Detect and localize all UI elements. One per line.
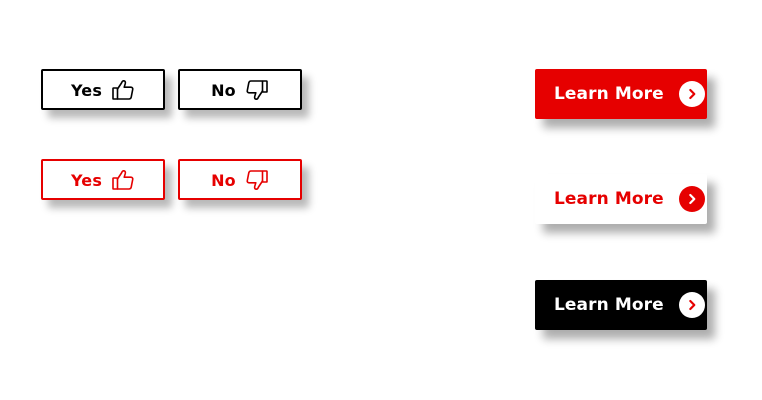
chevron-right-icon (678, 292, 705, 318)
chevron-right-icon (678, 81, 705, 107)
learn-more-label: Learn More (554, 189, 664, 209)
learn-more-label: Learn More (554, 295, 664, 315)
yes-label: Yes (70, 81, 103, 100)
thumbs-down-icon (245, 78, 269, 102)
chevron-right-icon (678, 186, 705, 212)
thumbs-up-icon (111, 78, 135, 102)
learn-more-button[interactable]: Learn More (535, 174, 707, 224)
no-label: No (211, 171, 236, 190)
no-button[interactable]: No (178, 159, 302, 200)
yes-button[interactable]: Yes (41, 159, 165, 200)
thumbs-up-icon (111, 168, 135, 192)
yes-label: Yes (70, 171, 103, 190)
learn-more-label: Learn More (554, 84, 664, 104)
no-button[interactable]: No (178, 69, 302, 110)
yes-button[interactable]: Yes (41, 69, 165, 110)
no-label: No (211, 81, 236, 100)
learn-more-button[interactable]: Learn More (535, 69, 707, 119)
thumbs-down-icon (245, 168, 269, 192)
learn-more-button[interactable]: Learn More (535, 280, 707, 330)
